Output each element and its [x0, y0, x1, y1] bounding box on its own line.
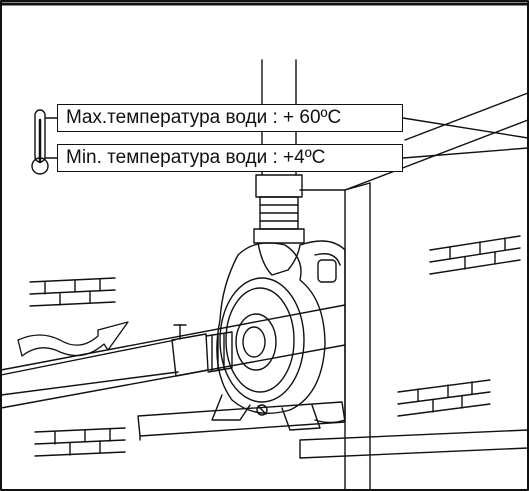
back-wall	[0, 304, 346, 409]
min-temperature-label: Min. температура води : +4ºC	[57, 144, 403, 172]
thermometer-icon	[31, 109, 58, 175]
bottom-shelf	[299, 429, 529, 459]
flow-arrow-icon	[17, 321, 129, 357]
inlet-pipe	[0, 324, 233, 396]
brick-mark-left-bottom	[34, 427, 126, 457]
label-leaders	[402, 117, 529, 159]
brick-mark-left-top	[29, 277, 116, 307]
pump	[211, 240, 346, 431]
max-temperature-label: Max.температура води : + 60ºC	[57, 104, 403, 132]
brick-mark-right-bottom	[397, 379, 491, 417]
brick-mark-right-top	[429, 235, 521, 275]
support-shelf	[137, 401, 346, 441]
